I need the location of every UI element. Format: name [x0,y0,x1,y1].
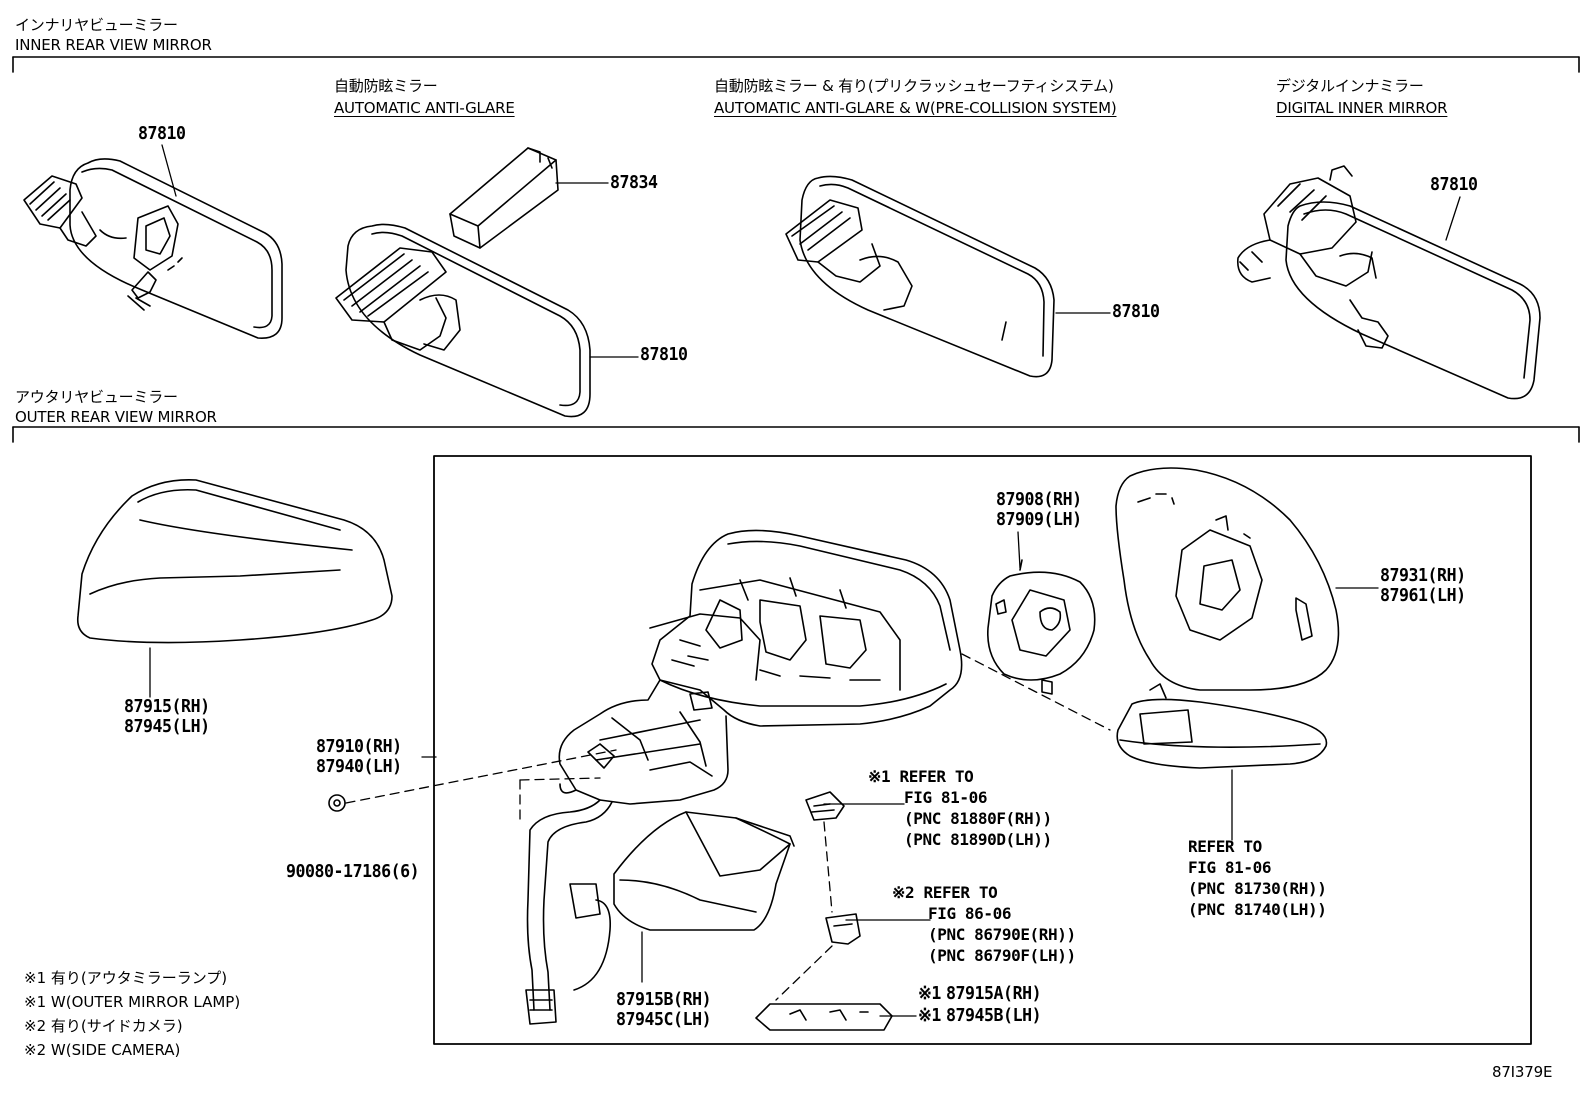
ref-lamp-line-2[interactable]: FIG 81-06 [904,788,988,807]
note-2-en: ※2 W(SIDE CAMERA) [24,1041,181,1059]
outer-section-bracket [13,427,1579,442]
part-number-87915-rh[interactable]: 87915(RH) [124,696,210,717]
ref-lamp-line-4: (PNC 81890D(LH)) [904,830,1052,849]
ref-turn-line-1: REFER TO [1188,837,1262,856]
ref-lamp-line-3: (PNC 81880F(RH)) [904,809,1052,828]
outer-turn-signal-drawing [1117,684,1326,768]
ref-turn-line-2[interactable]: FIG 81-06 [1188,858,1272,877]
ref-lamp-line-1: ※1 REFER TO [868,767,974,786]
part-number-87940-lh[interactable]: 87940(LH) [316,756,402,777]
inner-section-bracket [13,57,1579,72]
variant-pcs-en: AUTOMATIC ANTI-GLARE & W(PRE-COLLISION S… [714,99,1117,117]
note-1-en: ※1 W(OUTER MIRROR LAMP) [24,993,241,1011]
assembly-box [434,456,1531,1044]
variant-anti-glare-en: AUTOMATIC ANTI-GLARE [334,99,515,117]
part-number-87910-rh[interactable]: 87910(RH) [316,736,402,757]
diagram-id: 87I379E [1492,1063,1553,1081]
part-number-87909-lh[interactable]: 87909(LH) [996,509,1082,530]
ref-camera-line-2[interactable]: FIG 86-06 [928,904,1012,923]
variant-pcs-jp: 自動防眩ミラー & 有り(プリクラッシュセーフティシステム) [714,77,1114,95]
lamp-cover-mark-rh: ※1 [918,983,941,1004]
variant-digital-en: DIGITAL INNER MIRROR [1276,99,1448,117]
outer-mirror-actuator-drawing [988,560,1095,694]
inner-mirror-pcs-drawing [786,176,1054,376]
ref-block-side-camera: ※2 REFER TO FIG 86-06 (PNC 86790E(RH)) (… [892,882,1076,966]
inner-section-title-jp: インナリヤビューミラー [15,16,178,34]
inner-mirror-anti-glare-drawing [336,148,590,417]
outer-mirror-glass-drawing [1116,468,1338,690]
part-number-90080-17186[interactable]: 90080-17186(6) [286,861,420,882]
part-number-87961-lh[interactable]: 87961(LH) [1380,585,1466,606]
ref-turn-line-4: (PNC 81740(LH)) [1188,900,1327,919]
ref-camera-line-4: (PNC 86790F(LH)) [928,946,1076,965]
part-number-87945c-lh[interactable]: 87945C(LH) [616,1009,712,1030]
part-number-87810-anti-glare[interactable]: 87810 [640,344,688,365]
part-number-87834[interactable]: 87834 [610,172,658,193]
outer-section-title-jp: アウタリヤビューミラー [15,388,178,406]
outer-mirror-cover-drawing [78,480,392,643]
inner-mirror-digital-drawing [1238,166,1540,399]
part-number-87931-rh[interactable]: 87931(RH) [1380,565,1466,586]
clip-drawing [329,795,345,811]
inner-mirror-standard-drawing [24,159,282,338]
part-number-87908-rh[interactable]: 87908(RH) [996,489,1082,510]
part-number-87810-standard[interactable]: 87810 [138,123,186,144]
ref-camera-line-1: ※2 REFER TO [892,883,998,902]
variant-digital-jp: デジタルインナミラー [1276,77,1424,95]
inner-section-title-en: INNER REAR VIEW MIRROR [15,36,212,54]
note-2-jp: ※2 有り(サイドカメラ) [24,1017,183,1035]
leader-lines [150,145,1460,1016]
variant-anti-glare-jp: 自動防眩ミラー [334,77,438,95]
part-number-87915b-rh[interactable]: 87915B(RH) [616,989,712,1010]
ref-turn-line-3: (PNC 81730(RH)) [1188,879,1327,898]
outer-lower-cover-drawing [614,812,794,930]
outer-mirror-assembly-drawing [526,530,962,1024]
part-number-87810-digital[interactable]: 87810 [1430,174,1478,195]
note-1-jp: ※1 有り(アウタミラーランプ) [24,969,228,987]
outer-lamp-cover-drawing [756,1004,892,1030]
part-number-87945b-lh[interactable]: 87945B(LH) [946,1005,1042,1026]
outer-section-title-en: OUTER REAR VIEW MIRROR [15,408,217,426]
part-number-87810-pcs[interactable]: 87810 [1112,301,1160,322]
ref-block-turn-signal: REFER TO FIG 81-06 (PNC 81730(RH)) (PNC … [1188,836,1327,920]
lamp-cover-mark-lh: ※1 [918,1005,941,1026]
outer-mirror-lamp-drawing [806,792,844,820]
outer-side-camera-drawing [826,914,860,944]
alignment-dashes [346,654,1110,1000]
part-number-87945-lh[interactable]: 87945(LH) [124,716,210,737]
ref-block-mirror-lamp: ※1 REFER TO FIG 81-06 (PNC 81880F(RH)) (… [868,766,1052,850]
part-number-87915a-rh[interactable]: 87915A(RH) [946,983,1042,1004]
ref-camera-line-3: (PNC 86790E(RH)) [928,925,1076,944]
